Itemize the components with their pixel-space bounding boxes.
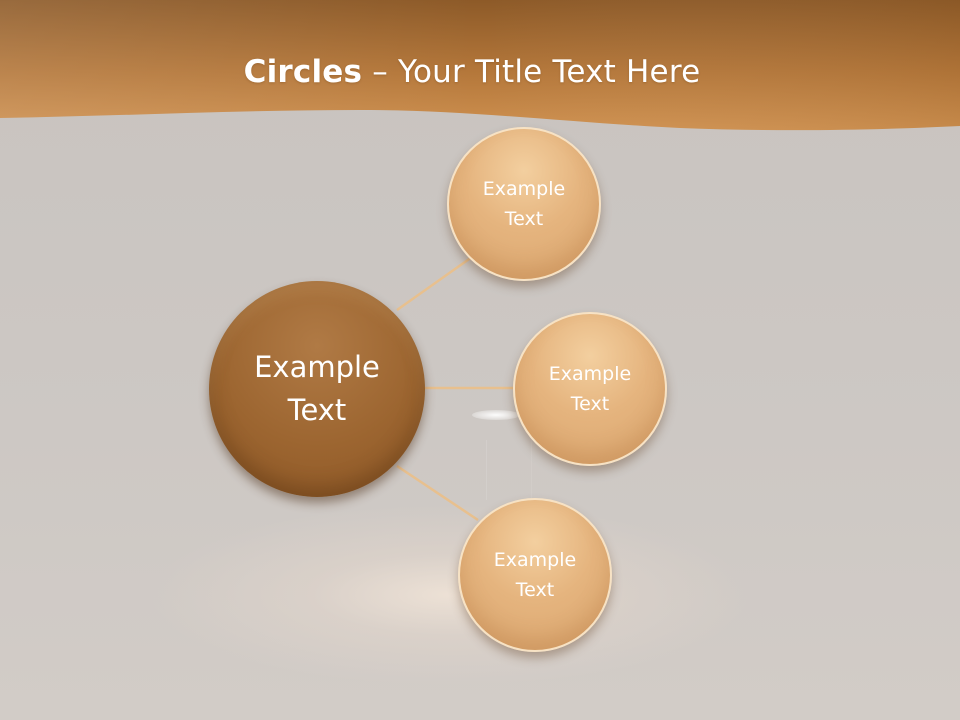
center-circle-label: Example Text <box>254 349 380 428</box>
lamp-glow <box>472 410 520 420</box>
header-band <box>0 0 960 131</box>
lamp-stem <box>486 440 532 500</box>
slide-title: Circles – Your Title Text Here <box>0 54 944 90</box>
title-bold: Circles <box>243 54 363 90</box>
satellite-circle-label: Example Text <box>493 548 577 601</box>
center-circle[interactable]: Example Text <box>209 281 425 497</box>
satellite-circle-label: Example Text <box>548 362 632 415</box>
connector-bottom <box>396 464 479 522</box>
satellite-circle-label: Example Text <box>482 177 566 230</box>
satellite-circle-middle[interactable]: Example Text <box>513 312 667 466</box>
connector-top <box>396 255 473 312</box>
title-rest: – Your Title Text Here <box>362 54 701 90</box>
satellite-circle-bottom[interactable]: Example Text <box>458 498 612 652</box>
satellite-circle-top[interactable]: Example Text <box>447 127 601 281</box>
